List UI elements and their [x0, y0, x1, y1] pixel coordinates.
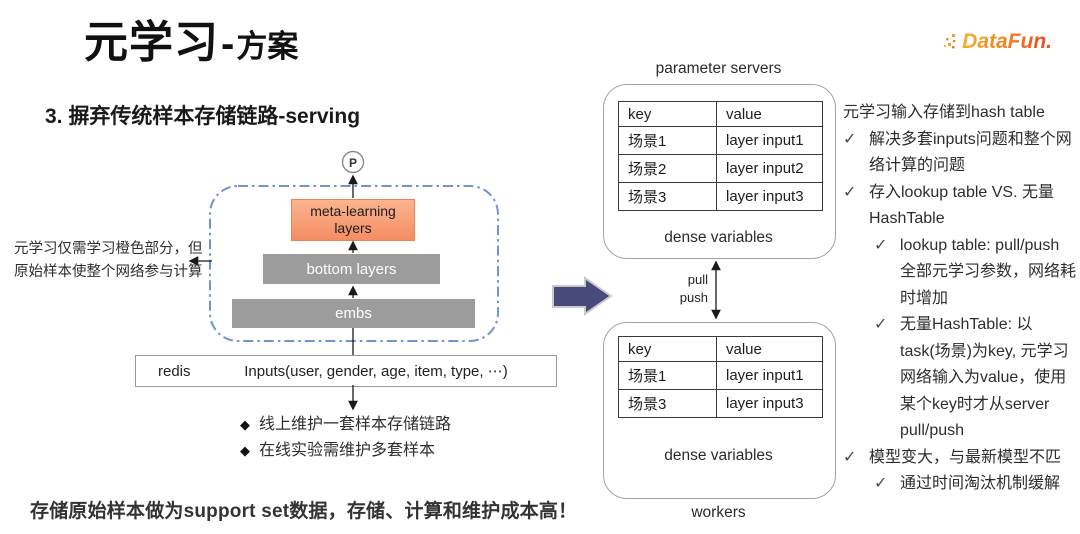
cell-key: 场景1 — [618, 361, 717, 390]
check-icon: ✓ — [874, 236, 888, 254]
note-text: lookup table: pull/push 全部元学习参数，网络耗时增加 — [900, 236, 1077, 307]
table-row: 场景3 layer input3 — [618, 182, 823, 211]
check-icon: ✓ — [874, 475, 888, 492]
notes-column: 元学习输入存储到hash table ✓ 解决多套inputs问题和整个网络计算… — [843, 100, 1076, 498]
list-item: ✓ lookup table: pull/push 全部元学习参数，网络耗时增加 — [874, 233, 1076, 313]
parameter-servers-table: key value 场景1 layer input1 场景2 layer inp… — [618, 101, 823, 211]
servers-dense-variables-label: dense variables — [664, 229, 773, 246]
meta-box-line1: meta-learning — [310, 203, 396, 219]
header-value: value — [716, 101, 823, 127]
cell-value: layer input2 — [716, 154, 823, 183]
cell-key: 场景1 — [618, 126, 717, 155]
logo-sparkle-icon — [944, 34, 956, 49]
title-dash: - — [221, 22, 235, 66]
table-header-row: key value — [618, 336, 823, 362]
prediction-output-circle — [341, 150, 365, 174]
redis-label: redis — [158, 362, 191, 380]
embs-box: embs — [232, 299, 475, 328]
page-title: 元学习 - 方案 — [84, 6, 298, 70]
table-row: 场景3 layer input3 — [618, 389, 823, 418]
push-label: push — [679, 290, 708, 305]
annotation-line2: 原始样本使整个网络参与计算 — [14, 264, 203, 280]
list-item: ◆ 线上维护一套样本存储链路 — [240, 412, 451, 438]
meta-box-line2: layers — [334, 220, 372, 236]
list-item: ✓ 存入lookup table VS. 无量HashTable — [843, 180, 1076, 233]
list-item: ✓ 模型变大，与最新模型不匹 — [843, 445, 1076, 472]
workers-table: key value 场景1 layer input1 场景3 layer inp… — [618, 336, 823, 418]
bullet-text: 在线实验需维护多套样本 — [259, 442, 436, 459]
list-item: ◆ 在线实验需维护多套样本 — [240, 438, 451, 464]
bottom-conclusion-text: 存储原始样本做为support set数据，存储、计算和维护成本高！ — [30, 501, 578, 522]
orange-part-annotation: 元学习仅需学习橙色部分，但 原始样本使整个网络参与计算 — [14, 238, 210, 284]
check-icon: ✓ — [843, 130, 857, 148]
cell-key: 场景2 — [618, 154, 717, 183]
pull-label: pull — [687, 272, 708, 287]
header-key: key — [618, 101, 717, 127]
header-value: value — [716, 336, 823, 362]
check-icon: ✓ — [843, 183, 857, 201]
note-text: 无量HashTable: 以task(场景)为key, 元学习网络输入为valu… — [900, 316, 1069, 439]
table-header-row: key value — [618, 101, 823, 127]
cell-key: 场景3 — [618, 182, 717, 211]
workers-label: workers — [691, 504, 746, 521]
datafun-logo: DataFun. — [943, 30, 1052, 54]
header-key: key — [618, 336, 717, 362]
check-icon: ✓ — [874, 316, 888, 333]
parameter-servers-label: parameter servers — [655, 60, 782, 77]
cell-value: layer input1 — [716, 361, 823, 390]
bottom-layers-box: bottom layers — [263, 254, 440, 284]
note-text: 通过时间淘汰机制缓解 — [900, 475, 1061, 492]
notes-intro: 元学习输入存储到hash table — [843, 104, 1045, 121]
table-row: 场景1 layer input1 — [618, 126, 823, 155]
note-text: 模型变大，与最新模型不匹 — [869, 448, 1062, 466]
redis-inputs-bar: redis Inputs(user, gender, age, item, ty… — [135, 355, 557, 387]
diamond-bullet-icon: ◆ — [240, 417, 250, 432]
list-item: ✓ 通过时间淘汰机制缓解 — [874, 471, 1076, 498]
big-right-arrow — [552, 276, 613, 316]
bullet-text: 线上维护一套样本存储链路 — [259, 416, 452, 433]
list-item: ✓ 解决多套inputs问题和整个网络计算的问题 — [843, 127, 1076, 180]
list-item: ✓ 无量HashTable: 以task(场景)为key, 元学习网络输入为va… — [874, 312, 1076, 445]
meta-learning-layers-box: meta-learning layers — [291, 199, 415, 241]
diamond-bullet-icon: ◆ — [240, 443, 250, 458]
cell-value: layer input3 — [716, 389, 823, 418]
logo-text: DataFun. — [962, 30, 1052, 53]
cell-value: layer input1 — [716, 126, 823, 155]
annotation-line1: 元学习仅需学习橙色部分，但 — [14, 241, 203, 257]
check-icon: ✓ — [843, 448, 857, 466]
diagram-bullet-list: ◆ 线上维护一套样本存储链路 ◆ 在线实验需维护多套样本 — [240, 412, 451, 464]
table-row: 场景1 layer input1 — [618, 361, 823, 390]
workers-dense-variables-label: dense variables — [664, 447, 773, 464]
cell-value: layer input3 — [716, 182, 823, 211]
title-main: 元学习 — [84, 18, 219, 67]
title-sub: 方案 — [236, 29, 299, 64]
note-text: 解决多套inputs问题和整个网络计算的问题 — [869, 130, 1072, 175]
table-row: 场景2 layer input2 — [618, 154, 823, 183]
note-text: 存入lookup table VS. 无量HashTable — [869, 183, 1054, 228]
prediction-output-label: P — [349, 156, 357, 170]
section-heading: 3. 摒弃传统样本存储链路-serving — [45, 105, 361, 128]
cell-key: 场景3 — [618, 389, 717, 418]
inputs-label: Inputs(user, gender, age, item, type, ⋯) — [244, 363, 508, 380]
